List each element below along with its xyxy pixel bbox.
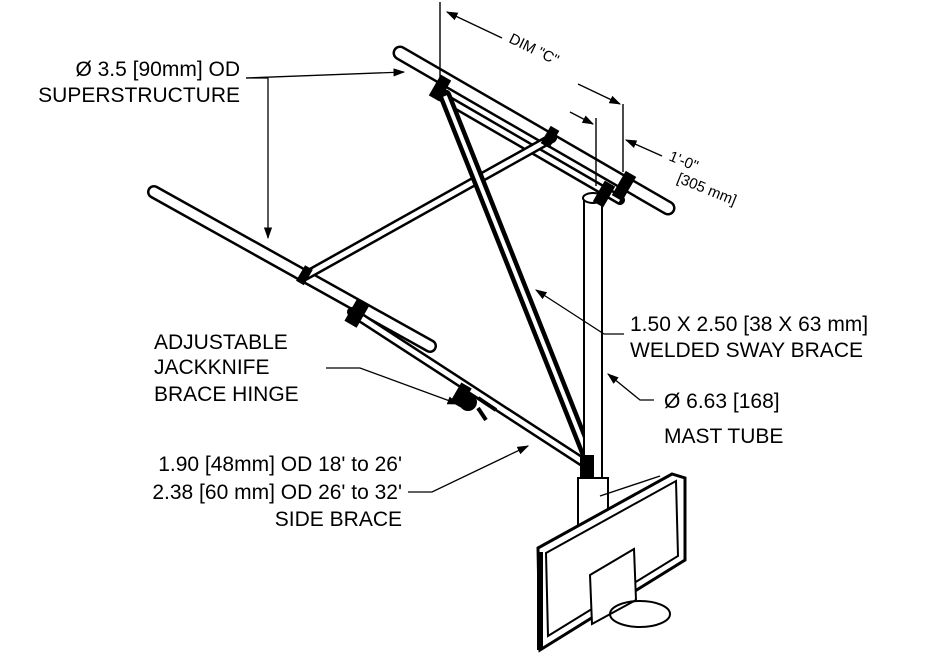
hinge-label-2: JACKKNIFE bbox=[154, 356, 270, 379]
dim-mm-label: [305 mm] bbox=[675, 170, 739, 209]
side-brace-label-2: 2.38 [60 mm] OD 26' to 32' bbox=[152, 481, 402, 504]
hinge-label-1: ADJUSTABLE bbox=[154, 331, 288, 354]
dim-c-label: DIM "C" bbox=[506, 30, 561, 69]
clamps bbox=[296, 74, 637, 477]
superstructure-label-1: Ø 3.5 [90mm] OD bbox=[75, 58, 240, 81]
welded-sway-brace bbox=[438, 89, 595, 463]
side-brace bbox=[347, 307, 597, 473]
hinge-label-3: BRACE HINGE bbox=[154, 383, 299, 406]
leader-lines bbox=[245, 68, 654, 493]
mast-tube-label-1: Ø 6.63 [168] bbox=[664, 390, 780, 413]
sway-brace-label-2: WELDED SWAY BRACE bbox=[630, 339, 863, 362]
backboard bbox=[536, 472, 687, 653]
sway-brace-label-1: 1.50 X 2.50 [38 X 63 mm] bbox=[630, 313, 868, 336]
cross-tube bbox=[300, 133, 557, 281]
mast-tube-label-2: MAST TUBE bbox=[664, 425, 783, 448]
superstructure-side-tube bbox=[147, 185, 437, 353]
dimension-lines bbox=[439, 2, 663, 186]
superstructure-label-2: SUPERSTRUCTURE bbox=[38, 84, 240, 107]
side-brace-label-3: SIDE BRACE bbox=[275, 508, 402, 531]
side-brace-label-1: 1.90 [48mm] OD 18' to 26' bbox=[158, 453, 402, 476]
